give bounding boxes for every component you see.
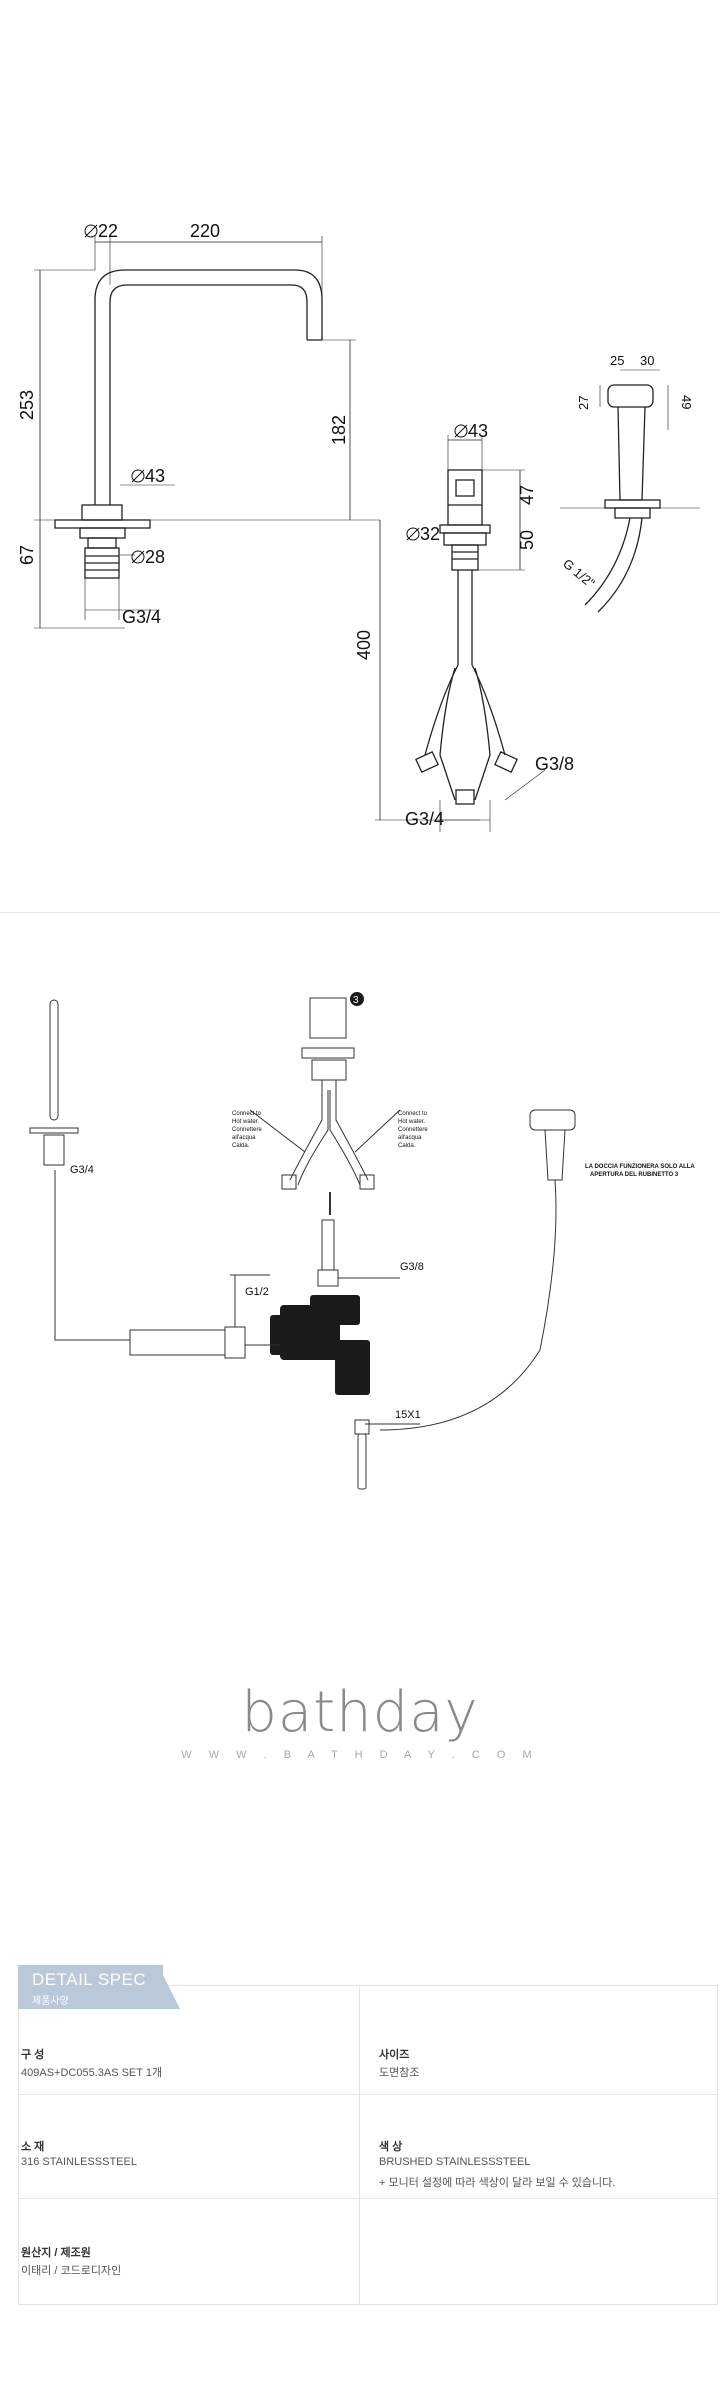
exploded-g12: G1/2 bbox=[245, 1286, 269, 1298]
size-value: 도면참조 bbox=[379, 2067, 420, 2079]
svg-text:all'acqua: all'acqua bbox=[398, 1135, 422, 1141]
origin-label: 원산지 / 제조원 bbox=[21, 2247, 91, 2259]
dim-220: 220 bbox=[190, 221, 220, 241]
hand-shower-drawing bbox=[560, 369, 700, 613]
dim-phi43-b: 43 bbox=[468, 421, 488, 441]
spec-row-divider bbox=[19, 2198, 717, 2199]
svg-text:LA DOCCIA FUNZIONERA SOLO ALLA: LA DOCCIA FUNZIONERA SOLO ALLA bbox=[585, 1164, 695, 1170]
dim-182: 182 bbox=[329, 415, 349, 445]
dim-phi28: 28 bbox=[145, 547, 165, 567]
color-label: 색 상 bbox=[379, 2141, 403, 2153]
svg-text:Connettere: Connettere bbox=[398, 1127, 428, 1133]
exploded-g38: G3/8 bbox=[400, 1261, 424, 1273]
color-note: + 모니터 설정에 따라 색상이 달라 보일 수 있습니다. bbox=[379, 2177, 616, 2189]
svg-text:Connettere: Connettere bbox=[232, 1127, 262, 1133]
spec-table: 구 성 409AS+DC055.3AS SET 1개 사이즈 도면참조 소 재 … bbox=[18, 1985, 718, 2305]
spec-tab-corner bbox=[158, 1965, 180, 2009]
composition-label: 구 성 bbox=[21, 2049, 45, 2061]
svg-text:Hot water.: Hot water. bbox=[398, 1119, 425, 1125]
diverter-part bbox=[270, 1295, 370, 1395]
dim-25: 25 bbox=[610, 353, 624, 368]
detail-spec-tab: DETAIL SPEC 제품사양 bbox=[18, 1965, 163, 2009]
faucet-spout-drawing bbox=[34, 236, 380, 629]
dim-phi27: 27 bbox=[576, 396, 591, 410]
dim-253: 253 bbox=[17, 390, 37, 420]
dim-g12: G 1/2" bbox=[560, 556, 598, 591]
dim-g38: G3/8 bbox=[535, 754, 574, 774]
step-number-3: 3 bbox=[353, 995, 359, 1006]
detail-spec-title: DETAIL SPEC bbox=[32, 1970, 147, 1989]
right-connect-note: Connect to Hot water. Connettere all'acq… bbox=[398, 1111, 428, 1149]
technical-drawing: 22 220 253 182 43 67 28 G3/4 43 47 32 50… bbox=[17, 221, 700, 832]
svg-text:APERTURA DEL RUBINETTO 3: APERTURA DEL RUBINETTO 3 bbox=[590, 1172, 679, 1178]
dim-g34-b: G3/4 bbox=[405, 809, 444, 829]
composition-value: 409AS+DC055.3AS SET 1개 bbox=[21, 2067, 163, 2079]
bathday-logo: bathday bbox=[241, 1680, 479, 1745]
dim-49: 49 bbox=[679, 395, 694, 409]
dim-g34-a: G3/4 bbox=[122, 607, 161, 627]
bathday-url: W W W . B A T H D A Y . C O M bbox=[181, 1749, 539, 1761]
dim-50: 50 bbox=[517, 530, 537, 550]
spec-row-divider bbox=[19, 2094, 717, 2095]
detail-spec-section: 구 성 409AS+DC055.3AS SET 1개 사이즈 도면참조 소 재 … bbox=[18, 1965, 718, 2305]
dim-30: 30 bbox=[640, 353, 654, 368]
material-value: 316 STAINLESSSTEEL bbox=[21, 2156, 137, 2168]
left-connect-note: Connect to Hot water. Connettere all'acq… bbox=[232, 1111, 262, 1149]
svg-text:Hot water.: Hot water. bbox=[232, 1119, 259, 1125]
dim-phi22: 22 bbox=[98, 221, 118, 241]
exploded-15x1: 15X1 bbox=[395, 1409, 421, 1421]
size-label: 사이즈 bbox=[379, 2049, 410, 2061]
material-label: 소 재 bbox=[21, 2141, 45, 2153]
color-value: BRUSHED STAINLESSSTEEL bbox=[379, 2156, 531, 2168]
origin-value: 이태리 / 코드로디자인 bbox=[21, 2265, 122, 2277]
spec-col-divider bbox=[359, 1986, 360, 2304]
svg-text:all'acqua: all'acqua bbox=[232, 1135, 256, 1141]
svg-text:Connect to: Connect to bbox=[232, 1111, 262, 1117]
dim-400: 400 bbox=[354, 630, 374, 660]
dim-47: 47 bbox=[517, 485, 537, 505]
svg-text:Calda.: Calda. bbox=[232, 1143, 250, 1149]
dim-phi43-a: 43 bbox=[145, 466, 165, 486]
mixer-valve-drawing bbox=[375, 435, 546, 832]
doccia-note: LA DOCCIA FUNZIONERA SOLO ALLA APERTURA … bbox=[585, 1164, 695, 1178]
detail-spec-subtitle: 제품사양 bbox=[32, 1996, 69, 2007]
dim-phi32: 32 bbox=[420, 524, 440, 544]
exploded-g34: G3/4 bbox=[70, 1164, 94, 1176]
dim-67: 67 bbox=[17, 545, 37, 565]
section-divider bbox=[0, 912, 720, 913]
svg-text:Connect to: Connect to bbox=[398, 1111, 428, 1117]
svg-text:Calda.: Calda. bbox=[398, 1143, 416, 1149]
exploded-view-diagram: G3/4 G3/8 G1/2 15X1 3 Connect to Hot wat… bbox=[29, 992, 695, 1490]
